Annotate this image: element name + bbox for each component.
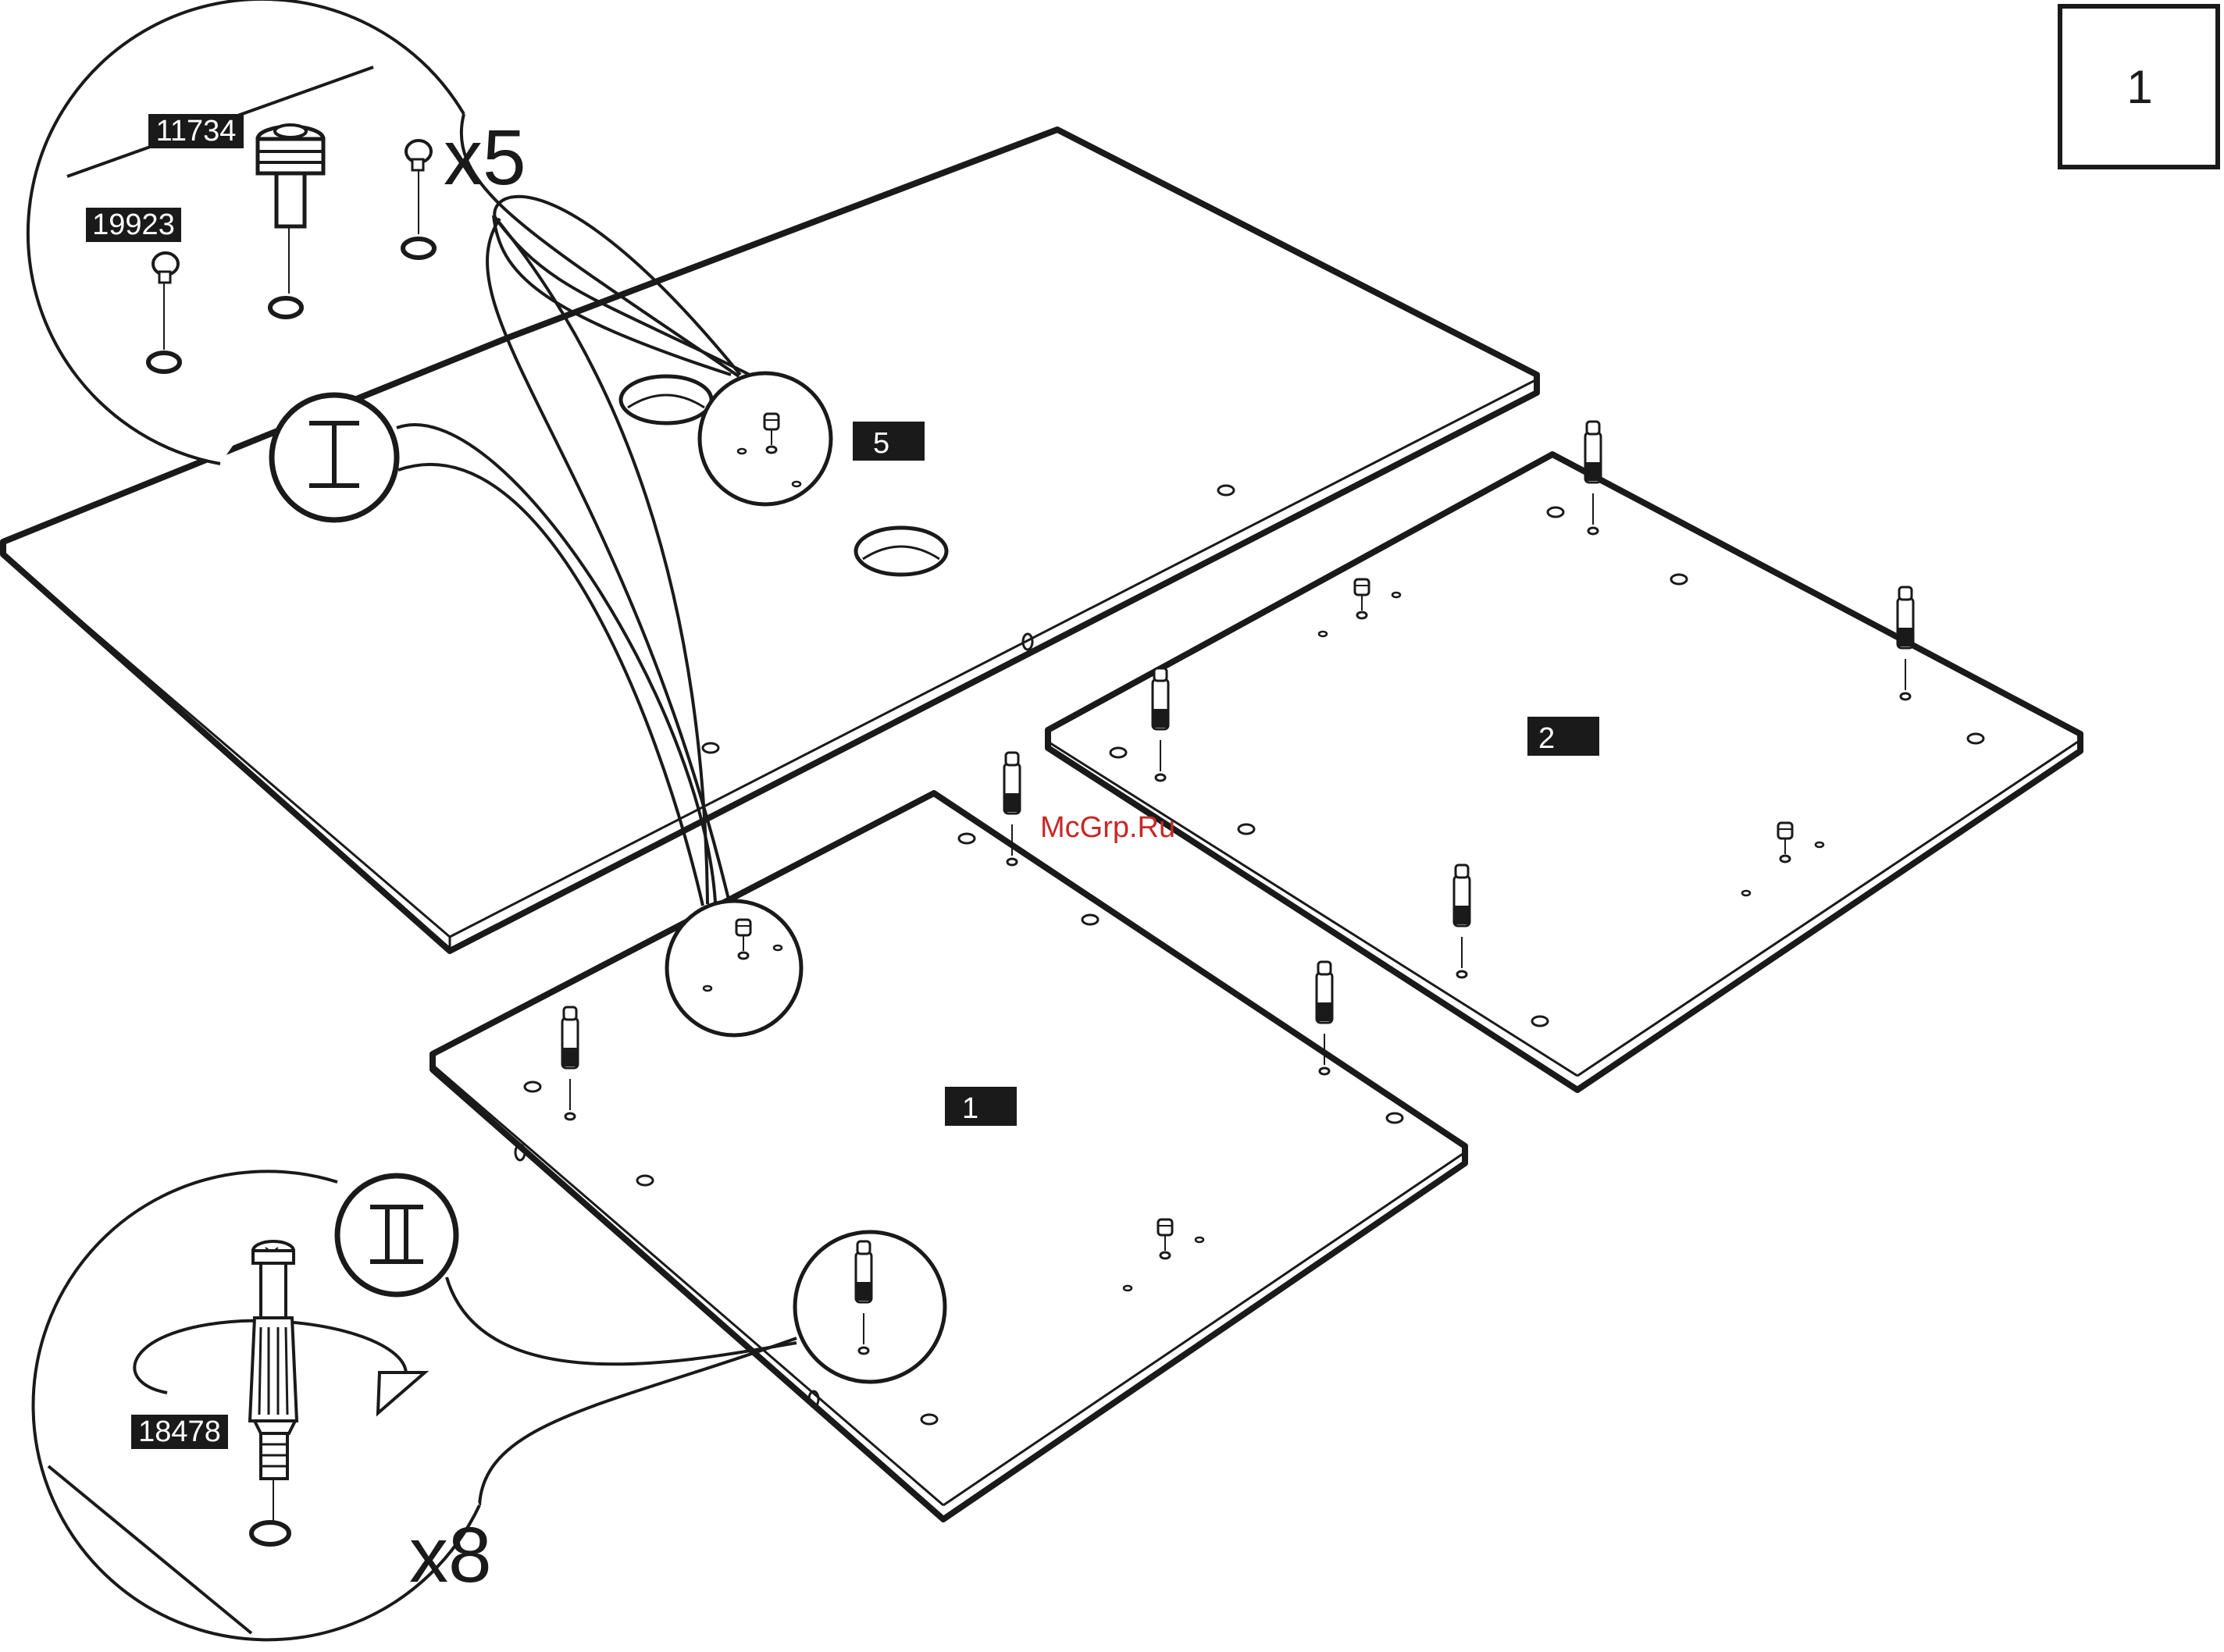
panel-number: 1 [962, 1092, 978, 1125]
part-number: 18478 [138, 1415, 221, 1448]
panel-label-front: 1 [945, 1087, 1017, 1126]
part-number: 19923 [92, 208, 175, 241]
step-number: 1 [2126, 61, 2152, 113]
watermark: McGrp.Ru [1040, 811, 1175, 844]
part-label-cam: 11734 [148, 114, 244, 148]
callout-two-label: II [372, 1194, 420, 1274]
grommet-hole [621, 376, 711, 423]
part-label-bolt: 18478 [131, 1415, 228, 1449]
zoom-circle-front [667, 901, 801, 1035]
panel-label-top: 5 [853, 422, 925, 461]
part-label-pin: 19923 [86, 208, 181, 242]
callout-one: I [272, 395, 397, 520]
panel-label-right: 2 [1527, 717, 1599, 756]
bolt-quantity: x8 [409, 1511, 492, 1599]
part-number: 11734 [156, 115, 237, 148]
panel-number: 2 [1538, 722, 1555, 755]
knob-pin-qty-part [403, 141, 434, 258]
zoom-circle-top [700, 373, 831, 504]
callout-two: II [337, 1176, 456, 1294]
pin-quantity: x5 [444, 114, 526, 201]
panel-number: 5 [873, 427, 889, 460]
grommet-hole [856, 528, 946, 575]
zoom-circle-pin [795, 1232, 945, 1382]
callout-one-label: I [323, 414, 347, 493]
